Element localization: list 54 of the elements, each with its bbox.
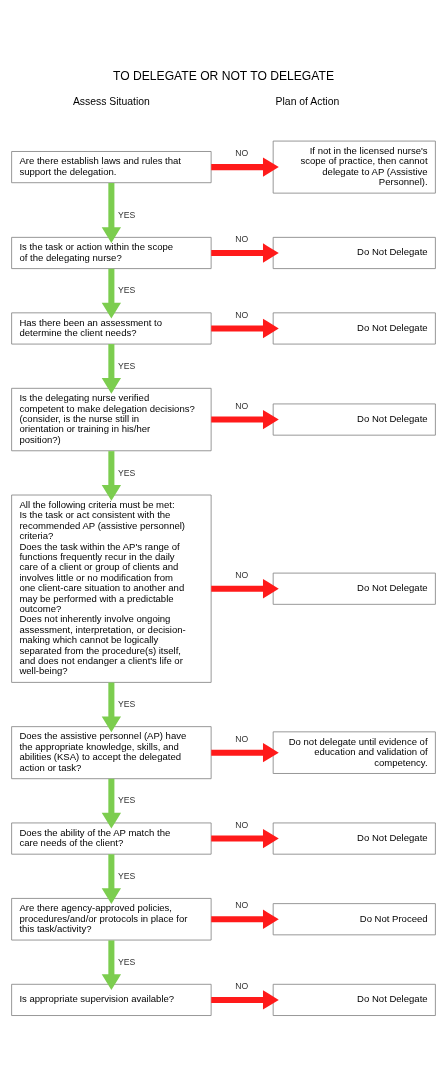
node-box: Do Not Delegate — [272, 236, 436, 269]
edge-label: YES — [117, 467, 136, 477]
arrow — [211, 409, 279, 429]
arrow — [101, 182, 122, 243]
edge-label: YES — [117, 870, 136, 881]
node-box: Is the delegating nurse verified competent to make delegation decisions? (consider, is the nurse still in orientation or training in his/her position?) — [11, 387, 212, 451]
edge-label: YES — [117, 360, 136, 371]
arrow — [211, 742, 279, 762]
edge-label: NO — [235, 400, 249, 411]
edge-label: YES — [117, 209, 136, 220]
label: Assess Situation — [72, 95, 150, 107]
arrow — [101, 343, 122, 394]
node-box: If not in the licensed nurse's scope of practice, then cannot delegate to AP (Assistive Personnel). — [272, 140, 436, 194]
edge-label: YES — [117, 698, 136, 709]
node-box: Is the task or action within the scope of the delegating nurse? — [11, 236, 212, 269]
node-box: Do Not Delegate — [272, 403, 436, 436]
arrow — [211, 828, 279, 848]
node-box: Do Not Delegate — [272, 983, 436, 1016]
edge-label: NO — [235, 569, 249, 580]
node-box: Are there establish laws and rules that support the delegation. — [11, 150, 212, 183]
edge-label: YES — [117, 284, 136, 295]
arrow — [101, 939, 122, 990]
node-box: Does the assistive personnel (AP) have the appropriate knowledge, skills, and abilities (KSA) to accept the delegated action or task? — [11, 725, 212, 779]
diagram-title: TO DELEGATE OR NOT TO DELEGATE — [113, 68, 334, 83]
edge-label: NO — [235, 733, 249, 744]
edge-label: NO — [235, 233, 249, 244]
edge-label: NO — [235, 980, 249, 991]
node-box: Are there agency-approved policies, procedures/and/or protocols in place for this task/activity? — [11, 897, 212, 940]
node-box: All the following criteria must be met: Is the task or act consistent with the recommended AP (assistive personnel) criteria? Does the task within the AP's range of functions frequently recur in the daily care of a client or group of clients and involves little or no modification from one client-care situation to another and may be performed with a predictable outcome? Does not inherently involve ongoing assessment, interpretation, or decision-making which cannot be logically separated from the procedure(s) itself, and does not endanger a client's life or well-being? — [11, 494, 212, 683]
arrow — [211, 909, 279, 929]
node-box: Does the ability of the AP match the care needs of the client? — [11, 822, 212, 855]
arrow — [211, 318, 279, 338]
arrow — [101, 778, 122, 829]
arrow — [211, 156, 279, 177]
node-box: Do Not Delegate — [272, 822, 436, 855]
label: Plan of Action — [275, 95, 340, 107]
node-box: Is appropriate supervision available? — [11, 983, 212, 1016]
edge-label: YES — [117, 794, 136, 805]
arrow — [211, 578, 279, 598]
arrow — [101, 853, 122, 904]
edge-label: NO — [235, 819, 249, 830]
edge-label: NO — [235, 147, 249, 158]
arrow — [101, 450, 122, 501]
node-box: Has there been an assessment to determine the client needs? — [11, 311, 212, 344]
edge-label: NO — [235, 309, 249, 320]
arrow — [211, 989, 279, 1010]
edge-label: YES — [117, 956, 136, 967]
arrow — [101, 268, 122, 318]
node-box: Do not delegate until evidence of education and validation of competency. — [272, 730, 436, 774]
node-box: Do Not Delegate — [272, 311, 436, 344]
node-box: Do Not Proceed — [272, 902, 436, 935]
edge-label: NO — [235, 899, 249, 910]
arrow — [211, 242, 279, 263]
node-box: Do Not Delegate — [272, 572, 436, 605]
